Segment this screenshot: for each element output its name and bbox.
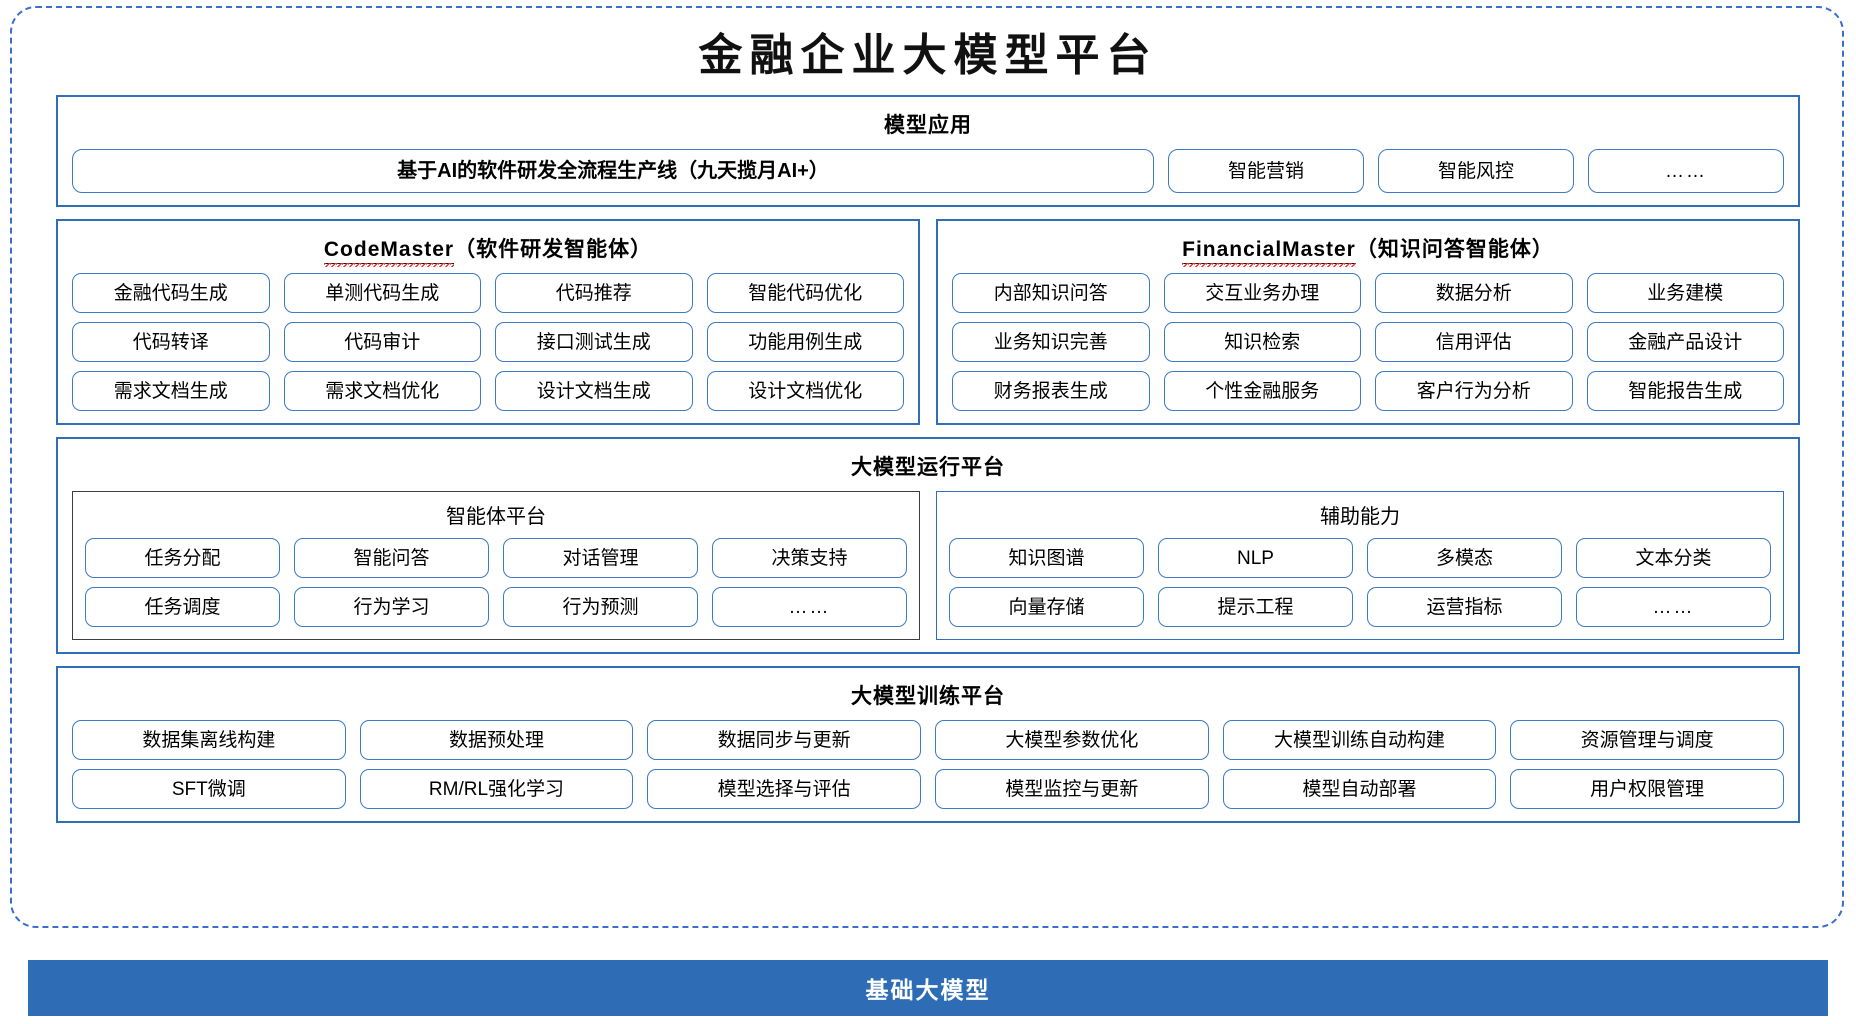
financial-master-grid: 内部知识问答 交互业务办理 数据分析 业务建模 业务知识完善 知识检索 信用评估… xyxy=(952,273,1784,411)
training-platform-item[interactable]: 大模型参数优化 xyxy=(934,720,1209,760)
code-master-name-en: CodeMaster xyxy=(323,238,455,267)
base-model-label: 基础大模型 xyxy=(865,977,991,1003)
section-title-model-application: 模型应用 xyxy=(884,114,972,137)
agents-row: CodeMaster（软件研发智能体） 金融代码生成 单测代码生成 代码推荐 智… xyxy=(56,219,1800,425)
financial-master-item[interactable]: 金融产品设计 xyxy=(1586,322,1784,362)
code-master-name-cn: （软件研发智能体） xyxy=(454,238,653,261)
agent-platform-item[interactable]: 智能问答 xyxy=(294,538,489,578)
page-title: 金融企业大模型平台 xyxy=(698,30,1158,81)
code-master-item[interactable]: 代码推荐 xyxy=(495,273,693,313)
subsection-agent-platform: 智能体平台 任务分配 智能问答 对话管理 决策支持 任务调度 行为学习 行为预测… xyxy=(72,491,920,640)
support-capability-item[interactable]: 提示工程 xyxy=(1158,587,1353,627)
code-master-item[interactable]: 功能用例生成 xyxy=(706,322,904,362)
training-platform-item[interactable]: SFT微调 xyxy=(72,769,346,809)
support-capability-item[interactable]: 知识图谱 xyxy=(949,538,1144,578)
section-title-code-master: CodeMaster（软件研发智能体） xyxy=(72,233,904,267)
subsection-support-capability: 辅助能力 知识图谱 NLP 多模态 文本分类 向量存储 提示工程 运营指标 …… xyxy=(936,491,1784,640)
training-platform-item[interactable]: 模型选择与评估 xyxy=(647,769,921,809)
runtime-inner-row: 智能体平台 任务分配 智能问答 对话管理 决策支持 任务调度 行为学习 行为预测… xyxy=(72,491,1784,640)
section-training-platform: 大模型训练平台 数据集离线构建 数据预处理 数据同步与更新 大模型参数优化 大模… xyxy=(56,666,1800,823)
subsection-title-support-capability: 辅助能力 xyxy=(1320,506,1400,528)
agent-platform-grid: 任务分配 智能问答 对话管理 决策支持 任务调度 行为学习 行为预测 …… xyxy=(85,538,907,627)
financial-master-item[interactable]: 财务报表生成 xyxy=(952,371,1150,411)
support-capability-grid: 知识图谱 NLP 多模态 文本分类 向量存储 提示工程 运营指标 …… xyxy=(949,538,1771,627)
training-platform-item[interactable]: 大模型训练自动构建 xyxy=(1222,720,1497,760)
code-master-item[interactable]: 接口测试生成 xyxy=(495,322,693,362)
training-platform-item[interactable]: RM/RL强化学习 xyxy=(359,769,634,809)
training-platform-item[interactable]: 用户权限管理 xyxy=(1510,769,1784,809)
code-master-item[interactable]: 需求文档生成 xyxy=(72,371,270,411)
section-code-master: CodeMaster（软件研发智能体） 金融代码生成 单测代码生成 代码推荐 智… xyxy=(56,219,920,425)
agent-platform-item-more[interactable]: …… xyxy=(712,587,907,627)
support-capability-item[interactable]: NLP xyxy=(1158,538,1353,578)
financial-master-name-cn: （知识问答智能体） xyxy=(1355,238,1554,261)
outer-dashed-frame xyxy=(10,6,1844,928)
section-financial-master: FinancialMaster（知识问答智能体） 内部知识问答 交互业务办理 数… xyxy=(936,219,1800,425)
financial-master-item[interactable]: 内部知识问答 xyxy=(952,273,1150,313)
support-capability-item[interactable]: 向量存储 xyxy=(949,587,1144,627)
training-platform-item[interactable]: 数据集离线构建 xyxy=(72,720,346,760)
code-master-item[interactable]: 代码审计 xyxy=(283,322,481,362)
code-master-grid: 金融代码生成 单测代码生成 代码推荐 智能代码优化 代码转译 代码审计 接口测试… xyxy=(72,273,904,411)
training-platform-item[interactable]: 模型自动部署 xyxy=(1222,769,1497,809)
code-master-item[interactable]: 智能代码优化 xyxy=(706,273,904,313)
diagram-content: 金融企业大模型平台 模型应用 基于AI的软件研发全流程生产线（九天揽月AI+） … xyxy=(16,10,1840,922)
training-platform-item[interactable]: 模型监控与更新 xyxy=(934,769,1209,809)
training-platform-item[interactable]: 资源管理与调度 xyxy=(1510,720,1784,760)
section-title-runtime-platform: 大模型运行平台 xyxy=(851,456,1005,479)
training-platform-grid: 数据集离线构建 数据预处理 数据同步与更新 大模型参数优化 大模型训练自动构建 … xyxy=(72,720,1784,809)
agent-platform-item[interactable]: 决策支持 xyxy=(712,538,907,578)
financial-master-item[interactable]: 客户行为分析 xyxy=(1375,371,1573,411)
code-master-item[interactable]: 单测代码生成 xyxy=(283,273,481,313)
support-capability-item[interactable]: 运营指标 xyxy=(1367,587,1562,627)
app-item-smart-risk-control[interactable]: 智能风控 xyxy=(1378,149,1574,193)
agent-platform-item[interactable]: 行为学习 xyxy=(294,587,489,627)
section-title-financial-master: FinancialMaster（知识问答智能体） xyxy=(952,233,1784,267)
financial-master-item[interactable]: 智能报告生成 xyxy=(1586,371,1784,411)
app-item-smart-marketing[interactable]: 智能营销 xyxy=(1168,149,1364,193)
financial-master-item[interactable]: 数据分析 xyxy=(1375,273,1573,313)
base-model-bar: 基础大模型 xyxy=(28,960,1828,1016)
agent-platform-item[interactable]: 任务分配 xyxy=(85,538,280,578)
support-capability-item-more[interactable]: …… xyxy=(1576,587,1771,627)
subsection-title-agent-platform: 智能体平台 xyxy=(446,506,546,528)
financial-master-item[interactable]: 知识检索 xyxy=(1163,322,1361,362)
app-item-more[interactable]: …… xyxy=(1588,149,1784,193)
financial-master-item[interactable]: 个性金融服务 xyxy=(1163,371,1361,411)
financial-master-item[interactable]: 交互业务办理 xyxy=(1163,273,1361,313)
support-capability-item[interactable]: 多模态 xyxy=(1367,538,1562,578)
code-master-item[interactable]: 金融代码生成 xyxy=(72,273,270,313)
section-title-training-platform: 大模型训练平台 xyxy=(851,685,1005,708)
code-master-item[interactable]: 设计文档生成 xyxy=(495,371,693,411)
financial-master-name-en: FinancialMaster xyxy=(1182,238,1356,267)
financial-master-item[interactable]: 信用评估 xyxy=(1375,322,1573,362)
agent-platform-item[interactable]: 行为预测 xyxy=(503,587,698,627)
training-platform-item[interactable]: 数据同步与更新 xyxy=(647,720,921,760)
code-master-item[interactable]: 需求文档优化 xyxy=(283,371,481,411)
section-model-application: 模型应用 基于AI的软件研发全流程生产线（九天揽月AI+） 智能营销 智能风控 … xyxy=(56,95,1800,207)
support-capability-item[interactable]: 文本分类 xyxy=(1576,538,1771,578)
app-item-ai-pipeline[interactable]: 基于AI的软件研发全流程生产线（九天揽月AI+） xyxy=(72,149,1154,193)
training-platform-item[interactable]: 数据预处理 xyxy=(359,720,634,760)
agent-platform-item[interactable]: 对话管理 xyxy=(503,538,698,578)
code-master-item[interactable]: 设计文档优化 xyxy=(706,371,904,411)
model-application-row: 基于AI的软件研发全流程生产线（九天揽月AI+） 智能营销 智能风控 …… xyxy=(72,149,1784,193)
agent-platform-item[interactable]: 任务调度 xyxy=(85,587,280,627)
financial-master-item[interactable]: 业务建模 xyxy=(1586,273,1784,313)
section-runtime-platform: 大模型运行平台 智能体平台 任务分配 智能问答 对话管理 决策支持 任务调度 行… xyxy=(56,437,1800,654)
financial-master-item[interactable]: 业务知识完善 xyxy=(952,322,1150,362)
code-master-item[interactable]: 代码转译 xyxy=(72,322,270,362)
